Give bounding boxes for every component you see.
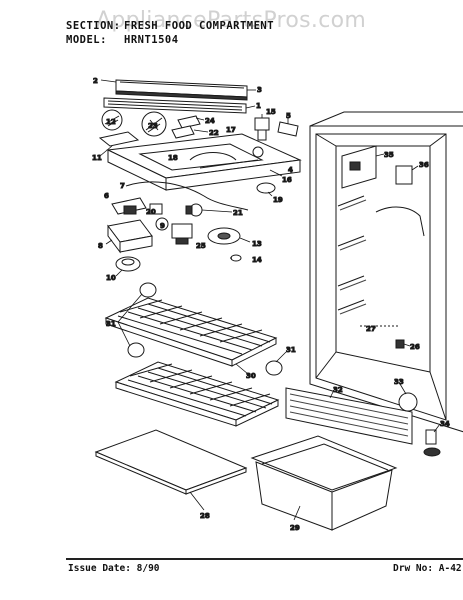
- callout: 19: [273, 196, 283, 204]
- lower-wire-shelf: [114, 361, 280, 427]
- callout: 18: [168, 154, 178, 162]
- callout: 14: [252, 256, 262, 264]
- wire-harness-7: [125, 181, 249, 211]
- callout: 32: [333, 386, 343, 394]
- callout: 8: [98, 242, 103, 250]
- drawing-number: Drw No: A-42: [393, 563, 462, 574]
- crisper-drawer: [250, 435, 398, 531]
- top-trim-strip: [115, 79, 248, 101]
- fan-13: [207, 227, 241, 245]
- detail-circle-12: [101, 109, 123, 131]
- callout: 15: [266, 108, 276, 116]
- callout: 12: [106, 118, 116, 126]
- callout: 24: [205, 117, 215, 125]
- callout: 36: [419, 161, 429, 169]
- callout: 3: [257, 86, 262, 94]
- callout-labels: 2 3 1 12 23 24 15 5 22 17 11 18 16 4 7 6…: [92, 77, 451, 533]
- watermark: AppliancePartsPros.com: [96, 8, 367, 33]
- callout: 20: [146, 208, 156, 216]
- shelf-clip-right: [265, 360, 283, 376]
- callout: 11: [92, 154, 102, 162]
- callout: 33: [394, 378, 404, 386]
- callout: 27: [366, 325, 376, 333]
- part-33-circle: [398, 392, 418, 412]
- knob-10: [115, 256, 141, 272]
- electrical-box-8: [107, 219, 153, 254]
- bracket-5: [277, 121, 299, 137]
- ring-19: [256, 182, 276, 194]
- callout: 31: [286, 346, 296, 354]
- section-label: SECTION:: [66, 20, 121, 32]
- callout: 35: [384, 151, 394, 159]
- callout: 13: [252, 240, 262, 248]
- callout: 28: [200, 512, 210, 520]
- callout: 26: [410, 343, 420, 351]
- crisper-cover-glass: [94, 429, 248, 495]
- toe-grille: [285, 387, 413, 445]
- switch-20: [149, 203, 163, 215]
- model-label: MODEL:: [66, 34, 107, 46]
- detail-circle-23: [141, 111, 167, 137]
- leader-lines: [99, 79, 441, 521]
- part-9: [155, 217, 169, 231]
- relay-25: [171, 223, 193, 245]
- refrigerator-cabinet: [309, 111, 463, 433]
- callout: 25: [196, 242, 206, 250]
- callout: 10: [106, 274, 116, 282]
- thermostat-knob-15: [254, 117, 270, 141]
- clip-24: [177, 115, 201, 129]
- callout: 23: [148, 122, 158, 130]
- callout: 22: [209, 129, 219, 137]
- callout: 30: [246, 372, 256, 380]
- lamp-socket-6: [111, 197, 147, 215]
- model-value: HRNT1504: [124, 34, 179, 46]
- callout: 34: [440, 420, 450, 428]
- issue-date: Issue Date: 8/90: [68, 563, 160, 574]
- section-line: SECTION:FRESH FOOD COMPARTMENT: [66, 20, 274, 32]
- callout: 31: [106, 320, 116, 328]
- section-value: FRESH FOOD COMPARTMENT: [124, 20, 275, 32]
- shelf-clip-left: [139, 282, 157, 298]
- callout: 1: [256, 102, 261, 110]
- leveling-leg-34: [423, 429, 441, 457]
- clip-22: [171, 125, 195, 139]
- callout: 2: [93, 77, 98, 85]
- callout: 4: [288, 166, 293, 174]
- grommet-14: [230, 254, 242, 262]
- light-bulb-21: [185, 203, 203, 217]
- rear-bracket: [103, 97, 247, 114]
- tray-11: [98, 131, 140, 147]
- callout: 7: [120, 182, 125, 190]
- footer-rule: [66, 558, 463, 560]
- callout: 17: [226, 126, 236, 134]
- control-housing: [106, 133, 302, 191]
- callout: 5: [286, 112, 291, 120]
- upper-wire-shelf: [104, 297, 278, 367]
- callout: 29: [290, 524, 300, 532]
- callout: 21: [233, 209, 243, 217]
- callout: 6: [104, 192, 109, 200]
- callout: 9: [160, 222, 165, 230]
- callout: 16: [282, 176, 292, 184]
- model-line: MODEL: HRNT1504: [66, 34, 179, 46]
- shelf-clip-mid: [127, 342, 145, 358]
